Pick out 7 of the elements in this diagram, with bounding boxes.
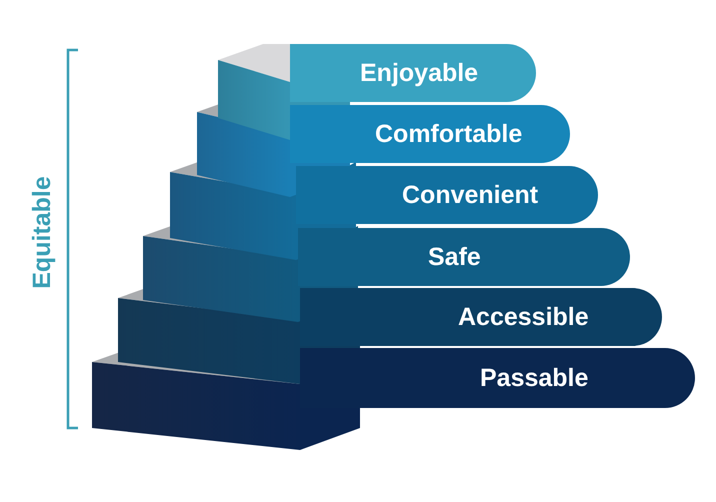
step-label: Comfortable xyxy=(290,105,570,163)
step-label: Convenient xyxy=(296,166,598,224)
side-label: Equitable xyxy=(27,176,56,288)
step-label: Accessible xyxy=(300,288,662,346)
step-label: Passable xyxy=(300,348,695,408)
step-label: Safe xyxy=(298,228,630,286)
step-label: Enjoyable xyxy=(290,44,536,102)
